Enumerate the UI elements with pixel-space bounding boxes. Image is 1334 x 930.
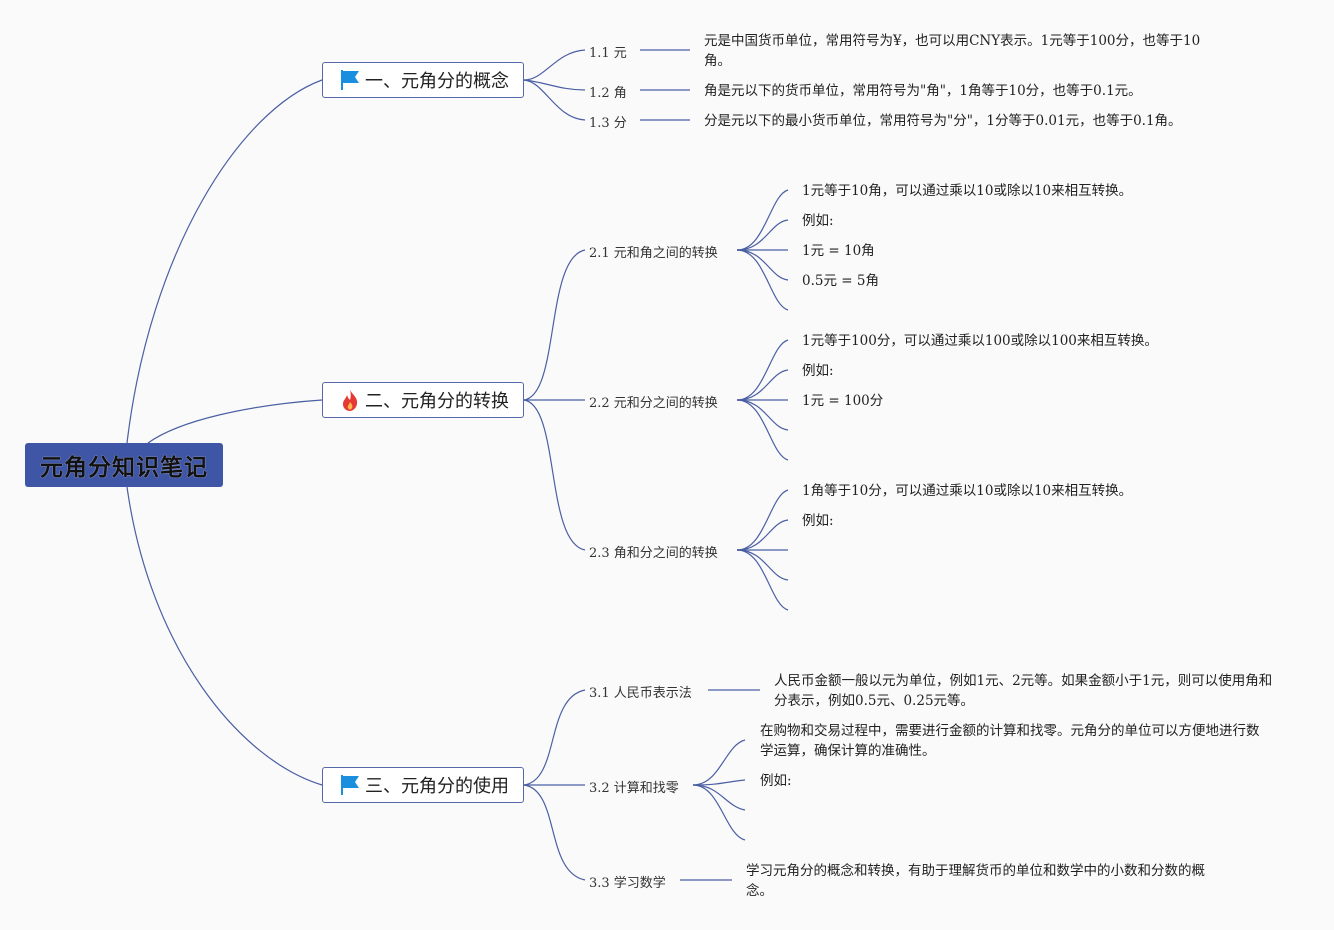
- topic-title: 二、元角分的转换: [365, 391, 509, 412]
- subtopic-jiao-fen[interactable]: 2.3 角和分之间的转换: [589, 546, 718, 561]
- leaf-example[interactable]: 1元 = 10角: [802, 243, 875, 259]
- leaf-rmb-notation-desc[interactable]: 人民币金额一般以元为单位，例如1元、2元等。如果金额小于1元，则可以使用角和分表…: [774, 673, 1273, 709]
- subtopic-rmb-notation[interactable]: 3.1 人民币表示法: [589, 686, 692, 701]
- topic-title: 一、元角分的概念: [365, 71, 509, 92]
- leaf-fen-desc[interactable]: 分是元以下的最小货币单位，常用符号为"分"，1分等于0.01元，也等于0.1角。: [704, 113, 1182, 129]
- topic-title: 三、元角分的使用: [365, 776, 509, 797]
- topic-usage[interactable]: 三、元角分的使用: [322, 767, 524, 803]
- leaf-example-label[interactable]: 例如:: [760, 773, 792, 789]
- leaf-calc-change-desc[interactable]: 在购物和交易过程中，需要进行金额的计算和找零。元角分的单位可以方便地进行数学运算…: [760, 723, 1260, 759]
- subtopic-jiao[interactable]: 1.2 角: [589, 86, 627, 101]
- leaf-jiao-desc[interactable]: 角是元以下的货币单位，常用符号为"角"，1角等于10分，也等于0.1元。: [704, 83, 1142, 99]
- flame-icon: [343, 390, 358, 411]
- leaf-math-desc[interactable]: 学习元角分的概念和转换，有助于理解货币的单位和数学中的小数和分数的概念。: [746, 863, 1205, 899]
- blue-flag-icon: [341, 70, 359, 90]
- root-title: 元角分知识笔记: [40, 455, 208, 481]
- leaf-example[interactable]: 1元 = 100分: [802, 393, 884, 409]
- subtopic-calc-change[interactable]: 3.2 计算和找零: [589, 781, 679, 796]
- subtopic-yuan-fen[interactable]: 2.2 元和分之间的转换: [589, 396, 718, 411]
- topic-concept[interactable]: 一、元角分的概念: [322, 62, 524, 98]
- root-node[interactable]: 元角分知识笔记: [25, 443, 223, 487]
- topic-conversion[interactable]: 二、元角分的转换: [322, 382, 524, 418]
- leaf-jiao-fen-rule[interactable]: 1角等于10分，可以通过乘以10或除以10来相互转换。: [802, 483, 1133, 499]
- leaf-yuan-fen-rule[interactable]: 1元等于100分，可以通过乘以100或除以100来相互转换。: [802, 333, 1158, 349]
- subtopic-yuan[interactable]: 1.1 元: [589, 46, 627, 61]
- leaf-example-label[interactable]: 例如:: [802, 513, 834, 529]
- blue-flag-icon: [341, 775, 359, 795]
- leaf-example-label[interactable]: 例如:: [802, 213, 834, 229]
- subtopic-math[interactable]: 3.3 学习数学: [589, 876, 666, 891]
- subtopic-yuan-jiao[interactable]: 2.1 元和角之间的转换: [589, 246, 718, 261]
- subtopic-fen[interactable]: 1.3 分: [589, 116, 627, 131]
- leaf-yuan-desc[interactable]: 元是中国货币单位，常用符号为¥，也可以用CNY表示。1元等于100分，也等于10…: [704, 33, 1201, 69]
- leaf-example[interactable]: 0.5元 = 5角: [802, 273, 879, 289]
- leaf-yuan-jiao-rule[interactable]: 1元等于10角，可以通过乘以10或除以10来相互转换。: [802, 183, 1133, 199]
- leaf-example-label[interactable]: 例如:: [802, 363, 834, 379]
